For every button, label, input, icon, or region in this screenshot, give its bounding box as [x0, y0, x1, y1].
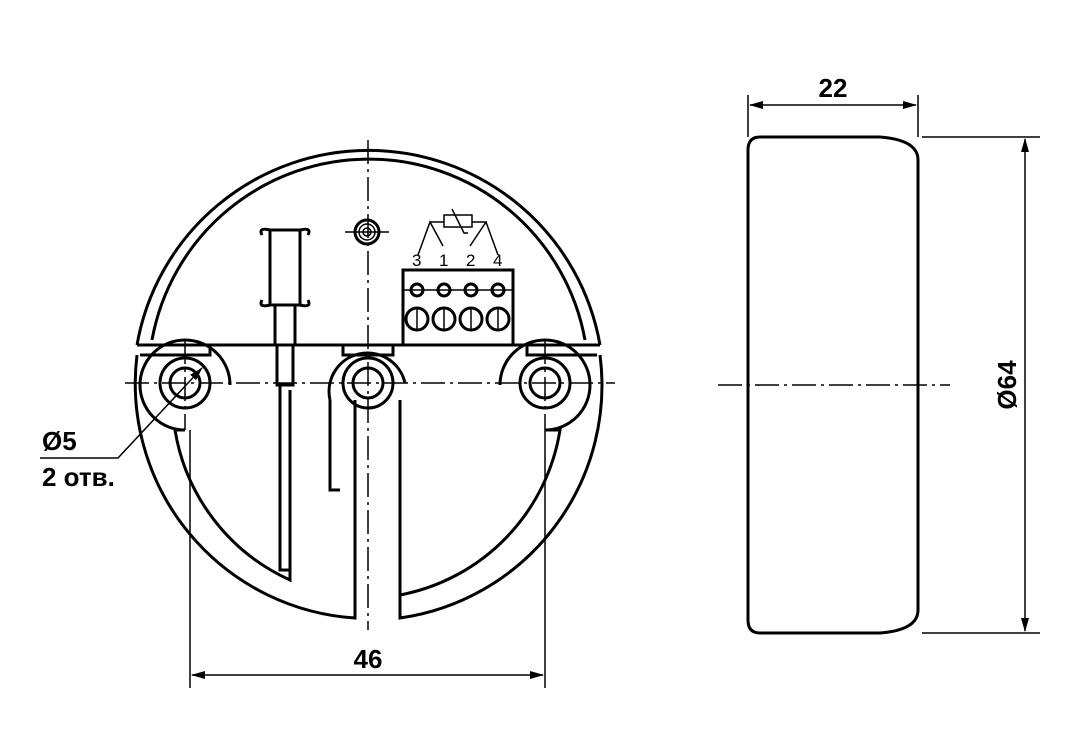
front-view: 3 1 2 4 46 Ø5 2 отв.	[40, 140, 615, 688]
lower-ring-outer	[133, 354, 357, 620]
dimension-hole-diameter: Ø5	[42, 426, 77, 456]
terminal-label-2: 2	[466, 251, 475, 270]
mount-hole-center	[327, 343, 407, 410]
terminal-label-3: 3	[412, 251, 421, 270]
side-view: 22 Ø64	[718, 73, 1040, 635]
terminal-label-1: 1	[439, 251, 448, 270]
dimension-depth: 22	[819, 73, 848, 103]
leader-line-hole	[40, 367, 203, 459]
housing-side-outline	[746, 135, 920, 635]
lower-ring-inner	[173, 390, 292, 583]
dimension-diameter: Ø64	[992, 360, 1022, 410]
ground-screw-icon	[345, 218, 389, 246]
terminal-label-4: 4	[493, 251, 502, 270]
cable-gland	[259, 227, 311, 572]
terminal-block: 3 1 2 4	[401, 208, 515, 347]
dimension-mount-spacing: 46	[354, 644, 383, 674]
hole-count-label: 2 отв.	[42, 462, 115, 492]
